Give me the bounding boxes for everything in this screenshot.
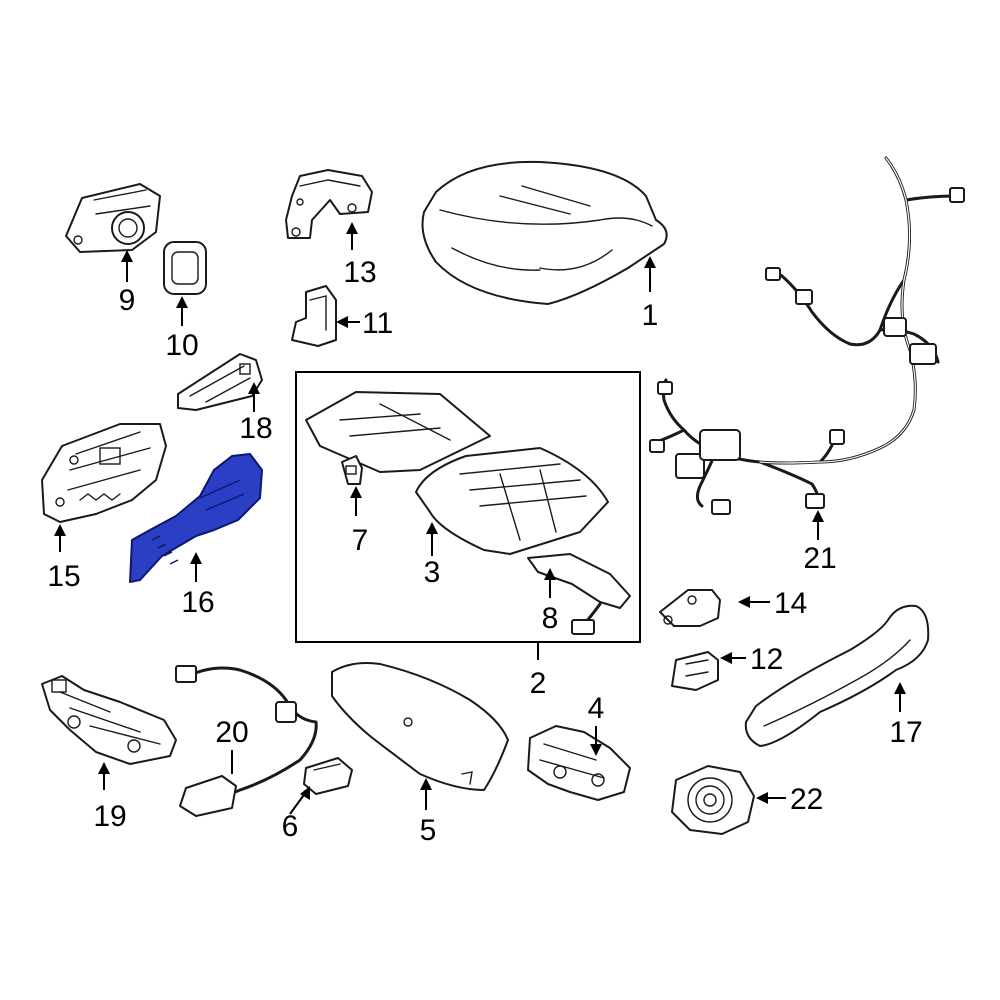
callout-19: 19 (93, 800, 126, 833)
part-3-seat-frame[interactable] (305, 391, 609, 555)
part-7-fastener[interactable] (341, 455, 363, 485)
part-15-side-shield[interactable] (41, 423, 167, 523)
part-13-bracket[interactable] (285, 169, 373, 239)
part-14-bracket[interactable] (659, 589, 721, 627)
part-4-mechanism[interactable] (527, 725, 631, 801)
part-19-recliner[interactable] (41, 675, 177, 765)
part-11-clip[interactable] (291, 285, 337, 347)
callout-18: 18 (239, 412, 272, 445)
callout-20: 20 (215, 716, 248, 749)
assembly-2-frame (295, 371, 641, 643)
callout-14: 14 (774, 587, 807, 620)
callout-6: 6 (282, 810, 299, 843)
callout-16: 16 (181, 586, 214, 619)
callout-9: 9 (119, 284, 136, 317)
callout-4: 4 (588, 692, 605, 725)
callout-13: 13 (343, 256, 376, 289)
part-6-handle[interactable] (303, 757, 353, 795)
part-5-seat-pad[interactable] (331, 662, 509, 791)
part-1-seat-cushion[interactable] (421, 160, 668, 305)
part-17-side-panel[interactable] (744, 604, 930, 747)
part-22-motor[interactable] (671, 765, 755, 835)
part-18-trim-piece[interactable] (177, 353, 263, 411)
callout-11: 11 (362, 307, 393, 340)
part-12-clip[interactable] (671, 651, 719, 691)
callout-7: 7 (352, 524, 369, 557)
callout-12: 12 (750, 643, 783, 676)
callout-3: 3 (424, 556, 441, 589)
callout-15: 15 (47, 560, 80, 593)
part-20-cable[interactable] (175, 665, 318, 817)
part-21-wiring-harness[interactable] (649, 156, 965, 515)
callout-1: 1 (642, 299, 659, 332)
callout-22: 22 (790, 783, 823, 816)
callout-17: 17 (889, 716, 922, 749)
callout-5: 5 (420, 814, 437, 847)
callout-8: 8 (542, 602, 559, 635)
part-9-switch[interactable] (65, 183, 161, 253)
part-10-knob-cap[interactable] (163, 241, 207, 295)
callout-21: 21 (803, 542, 836, 575)
callout-10: 10 (165, 329, 198, 362)
callout-2: 2 (530, 667, 547, 700)
part-16-highlighted-shield[interactable] (129, 453, 263, 583)
